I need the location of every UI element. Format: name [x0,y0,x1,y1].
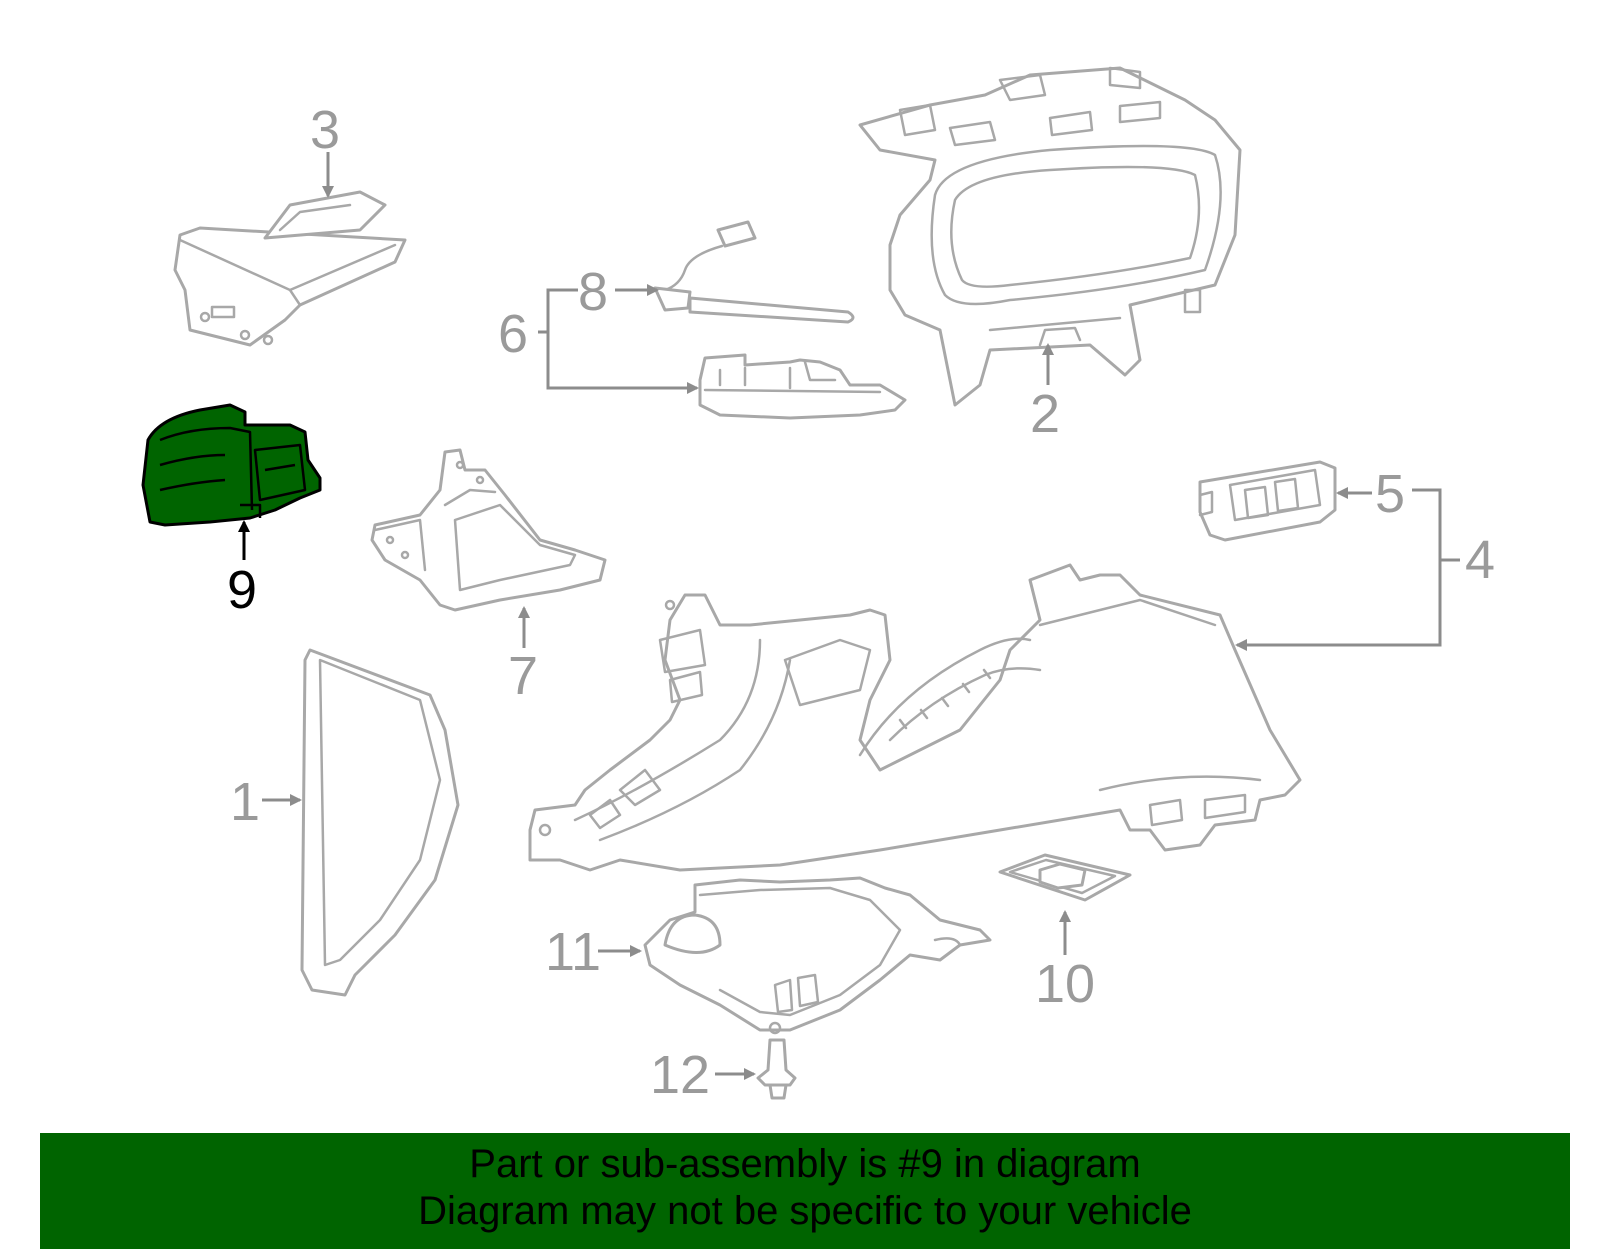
part-7-console-bracket[interactable] [370,448,607,612]
part-1-side-panel[interactable] [300,648,460,997]
callout-10: 10 [1035,954,1095,1014]
callout-3: 3 [310,100,340,160]
part-4-floor-console[interactable] [528,563,1302,872]
callout-8: 8 [578,262,608,322]
callout-6: 6 [498,304,528,364]
callout-9: 9 [227,560,257,620]
callout-7: 7 [508,646,538,706]
callout-labels: 3 2 8 6 9 7 5 4 1 10 11 12 [227,100,1495,1105]
leader-lines [238,152,1460,1080]
part-12-push-pin[interactable] [756,1038,797,1100]
part-8-harness[interactable] [653,220,855,324]
part-3-bezel[interactable] [173,190,407,347]
callout-11: 11 [545,922,601,982]
callout-4: 4 [1465,530,1495,590]
part-11-base-panel[interactable] [643,876,992,1035]
callout-12: 12 [650,1045,710,1105]
part-5-switch[interactable] [1198,460,1337,542]
banner-line-2: Diagram may not be specific to your vehi… [418,1189,1192,1233]
callout-2: 2 [1030,384,1060,444]
callout-1: 1 [230,772,260,832]
part-6-bracket[interactable] [698,353,907,420]
part-2-instrument-cluster[interactable] [858,66,1242,407]
callout-5: 5 [1375,464,1405,524]
banner-line-1: Part or sub-assembly is #9 in diagram [469,1142,1141,1186]
info-banner: Part or sub-assembly is #9 in diagram Di… [40,1133,1570,1249]
part-10-clip[interactable] [998,853,1132,902]
part-9-highlighted[interactable] [141,403,322,527]
